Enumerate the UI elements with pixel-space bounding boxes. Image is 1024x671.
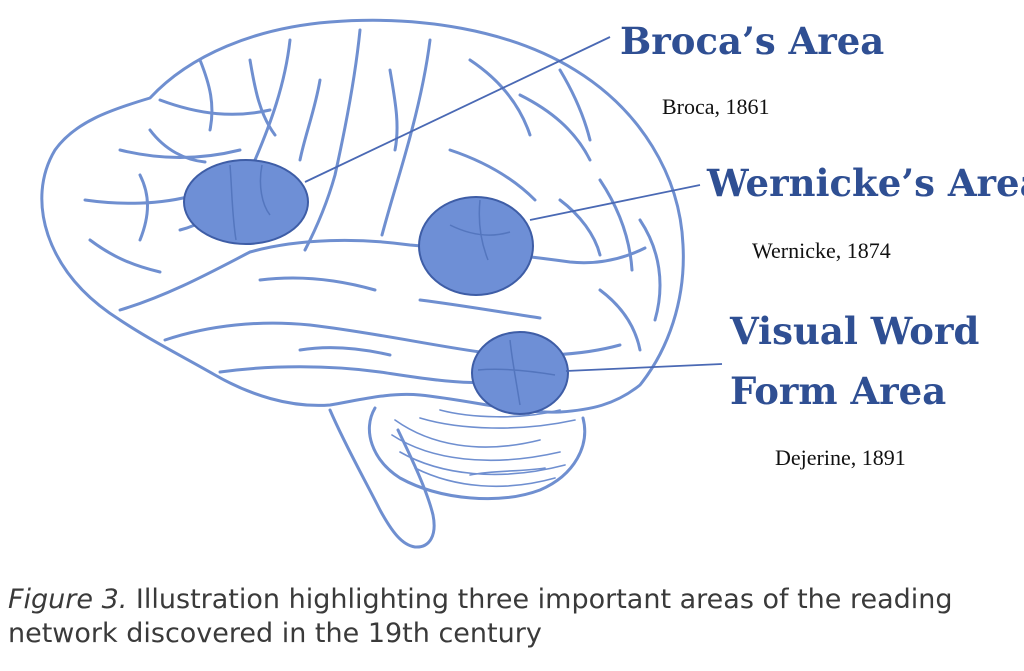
inner-gyrus-1: [248, 58, 399, 162]
parietal-sulcus-1: [468, 58, 592, 162]
sylvian-fissure: [118, 238, 647, 312]
cerebellum-outline: [367, 406, 587, 501]
vwfa-title-line2: Form Area: [730, 369, 947, 413]
brain-illustration: [40, 18, 723, 549]
vwfa-title-line1: Visual Word: [730, 309, 980, 353]
postcentral-sulcus: [380, 38, 432, 237]
temporal-sulcus: [258, 276, 542, 357]
temporal-gyrus-lower: [218, 365, 502, 385]
wernickes-leader-line: [529, 184, 701, 221]
figure-label: Figure 3.: [8, 584, 128, 615]
cerebellum-folds: [391, 409, 576, 488]
brain-stem-outline: [328, 408, 436, 549]
brocas-area-title: Broca’s Area: [620, 19, 885, 63]
brocas-area-citation: Broca, 1861: [662, 94, 770, 119]
wernickes-area-region: [418, 196, 534, 296]
cerebrum-outline: [40, 18, 685, 414]
visual-word-form-area-region: [471, 331, 569, 415]
vwfa-citation: Dejerine, 1891: [775, 445, 906, 470]
brocas-leader-line: [304, 36, 611, 183]
parietal-sulcus-2: [448, 148, 634, 272]
figure-caption: Figure 3. Illustration highlighting thre…: [8, 583, 1008, 651]
vwfa-leader-line: [565, 363, 723, 372]
occipital-sulcus: [598, 218, 662, 352]
frontal-sulcus-2: [88, 58, 214, 274]
figure-caption-text: Illustration highlighting three importan…: [8, 584, 953, 649]
central-sulcus: [303, 28, 362, 252]
wernickes-area-title: Wernicke’s Area: [707, 161, 1024, 205]
wernickes-area-citation: Wernicke, 1874: [752, 238, 891, 263]
brocas-area-region: [183, 159, 309, 245]
